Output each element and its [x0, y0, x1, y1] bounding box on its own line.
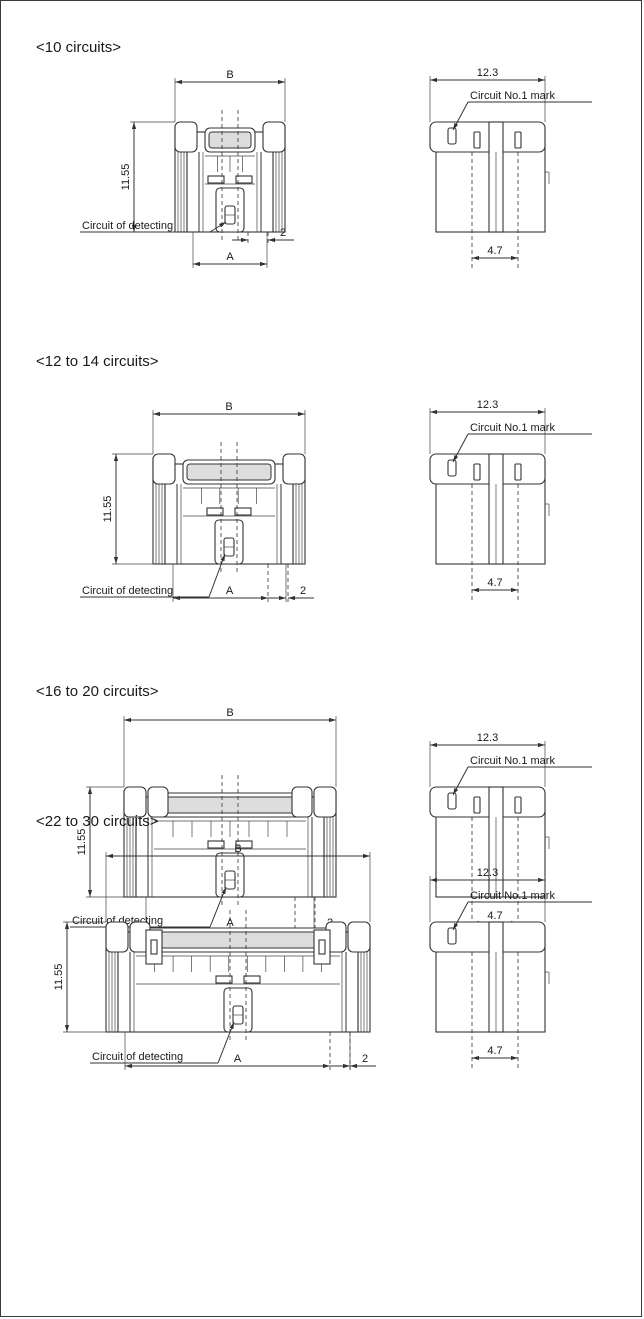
- section-title: <16 to 20 circuits>: [36, 683, 159, 700]
- side-window: [473, 796, 481, 814]
- right-lug: [313, 786, 337, 818]
- circuit-mark: [447, 127, 457, 145]
- section-2: <12 to 14 circuits> B 11.55A 2 Circuit of de…: [36, 353, 592, 602]
- section-title: <10 circuits>: [36, 39, 121, 56]
- dim-height-label: 11.55: [53, 964, 65, 991]
- side-top-rim: [429, 121, 546, 153]
- detect-leader-arrow: [208, 553, 226, 598]
- side-window: [514, 796, 522, 814]
- mark-label: Circuit No.1 mark: [470, 755, 555, 767]
- right-lug: [347, 921, 371, 953]
- left-lug: [152, 453, 176, 485]
- mark-label: Circuit No.1 mark: [470, 90, 555, 102]
- dim-pitch-label: 2: [362, 1053, 368, 1065]
- window-inner: [208, 131, 252, 149]
- mark-label: Circuit No.1 mark: [470, 422, 555, 434]
- dim-b-label: B: [234, 843, 241, 855]
- inner-lug: [291, 786, 313, 818]
- right-lug: [262, 121, 286, 153]
- dim-a-label: A: [226, 251, 234, 263]
- dim-width-label: 12.3: [477, 732, 498, 744]
- dim-bottom-label: 4.7: [487, 910, 502, 922]
- mark-leader-arrow: [452, 901, 469, 931]
- circuit-mark: [447, 459, 457, 477]
- mark-leader-arrow: [452, 101, 469, 131]
- dim-width-label: 12.3: [477, 67, 498, 79]
- window-inner: [157, 796, 303, 814]
- side-top-rim: [429, 453, 546, 485]
- dim-pitch-label: 2: [300, 585, 306, 597]
- window-inner: [139, 931, 337, 949]
- dim-bottom-label: 4.7: [487, 577, 502, 589]
- section-title: <22 to 30 circuits>: [36, 813, 159, 830]
- latch-slot: [235, 175, 253, 184]
- inner-lug: [147, 786, 169, 818]
- side-window: [514, 463, 522, 481]
- side-latch-hole: [318, 939, 326, 955]
- dim-width-label: 12.3: [477, 867, 498, 879]
- side-window: [473, 463, 481, 481]
- front-view: B 11.55A 2 Circuit of detecting: [80, 401, 314, 602]
- dim-height-label: 11.55: [102, 496, 114, 523]
- side-top-rim: [429, 921, 546, 953]
- latch-slot: [207, 175, 225, 184]
- dim-a-label: A: [226, 917, 234, 929]
- left-lug: [105, 921, 129, 953]
- circuit-mark: [447, 792, 457, 810]
- mark-label: Circuit No.1 mark: [470, 890, 555, 902]
- dim-a-label: A: [234, 1053, 242, 1065]
- dim-width-label: 12.3: [477, 399, 498, 411]
- section-1: <10 circuits> B 11.55A 2 Circuit of detectin…: [36, 39, 592, 268]
- dim-a-label: A: [226, 585, 234, 597]
- dim-b-label: B: [225, 401, 232, 413]
- detect-leader-arrow: [209, 221, 227, 233]
- dim-height-label: 11.55: [120, 164, 132, 191]
- side-window: [514, 131, 522, 149]
- latch-slot: [234, 507, 252, 516]
- detect-leader-arrow: [217, 1021, 235, 1064]
- left-lug: [123, 786, 147, 818]
- side-top-rim: [429, 786, 546, 818]
- detect-leader-arrow: [209, 886, 227, 928]
- latch-slot: [206, 507, 224, 516]
- circuit-mark: [447, 927, 457, 945]
- latch-slot: [207, 840, 225, 849]
- latch-slot: [243, 975, 261, 984]
- front-view: B 11.55A 2 Circuit of detecting: [80, 69, 294, 268]
- dim-bottom-label: 4.7: [487, 1045, 502, 1057]
- mark-leader-arrow: [452, 766, 469, 796]
- mark-leader-arrow: [452, 433, 469, 463]
- window-inner: [186, 463, 272, 481]
- dim-bottom-label: 4.7: [487, 245, 502, 257]
- side-window: [473, 131, 481, 149]
- detect-label: Circuit of detecting: [82, 220, 173, 232]
- left-lug: [174, 121, 198, 153]
- dim-b-label: B: [226, 707, 233, 719]
- dim-pitch-label: 2: [280, 227, 286, 239]
- detect-label: Circuit of detecting: [92, 1051, 183, 1063]
- side-latch-hole: [150, 939, 158, 955]
- dim-height-label: 11.55: [76, 829, 88, 856]
- latch-slot: [215, 975, 233, 984]
- section-title: <12 to 14 circuits>: [36, 353, 159, 370]
- dim-b-label: B: [226, 69, 233, 81]
- right-lug: [282, 453, 306, 485]
- latch-slot: [235, 840, 253, 849]
- detect-label: Circuit of detecting: [82, 585, 173, 597]
